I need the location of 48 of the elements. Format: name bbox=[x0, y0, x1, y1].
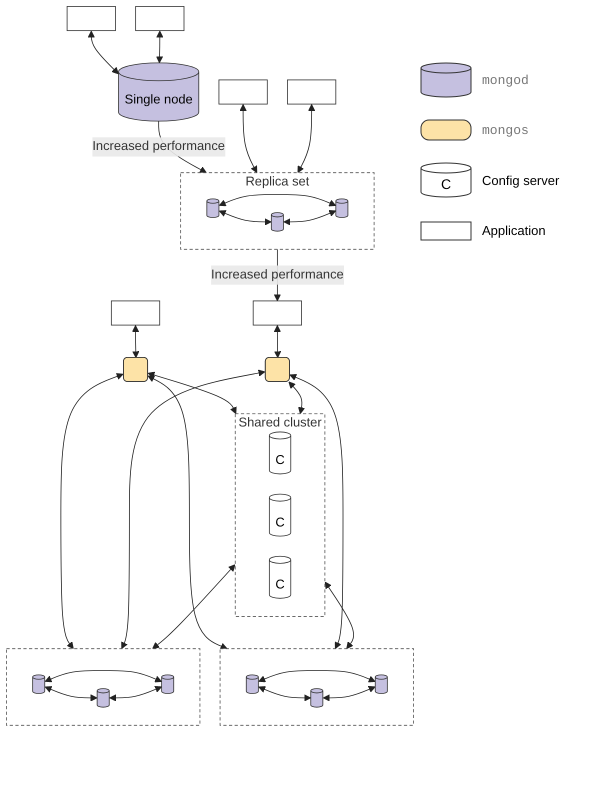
arrow bbox=[288, 381, 305, 414]
arrow bbox=[218, 210, 272, 226]
node-cylinder bbox=[374, 674, 388, 694]
node-box bbox=[218, 80, 268, 104]
node-cylinder bbox=[310, 688, 324, 708]
arrow bbox=[289, 374, 344, 650]
arrow bbox=[152, 564, 236, 650]
node-cylinder bbox=[96, 688, 110, 708]
node-box bbox=[252, 300, 302, 326]
arrow bbox=[109, 686, 162, 702]
arrow bbox=[88, 30, 119, 74]
arrow bbox=[148, 372, 237, 414]
legend-label: Application bbox=[482, 222, 546, 238]
arrow bbox=[218, 194, 336, 206]
arrow bbox=[132, 325, 140, 358]
legend-label: mongod bbox=[482, 72, 529, 88]
arrow bbox=[121, 370, 266, 650]
arrow bbox=[258, 686, 312, 702]
cluster: Replica set bbox=[180, 172, 375, 250]
node-cylinder bbox=[246, 674, 259, 694]
node-cylinder bbox=[161, 674, 174, 694]
cluster bbox=[6, 648, 200, 726]
arrow bbox=[148, 376, 228, 650]
arrow bbox=[60, 373, 124, 650]
node-box bbox=[287, 80, 336, 104]
arrow bbox=[283, 210, 336, 226]
node-cylinder bbox=[32, 674, 46, 694]
node-box bbox=[66, 6, 116, 32]
arrow bbox=[322, 686, 376, 702]
edge-label: Increased performance bbox=[92, 140, 225, 154]
edge-label: Increased performance bbox=[211, 268, 344, 282]
node-cylinder bbox=[206, 198, 220, 218]
node-cylinder bbox=[335, 198, 348, 218]
node-box bbox=[110, 300, 160, 326]
legend-label: Config server bbox=[482, 172, 560, 188]
arrow bbox=[44, 670, 162, 682]
arrow bbox=[324, 582, 354, 650]
arrow bbox=[258, 670, 376, 682]
node-cylinder bbox=[270, 212, 284, 232]
cluster bbox=[220, 648, 414, 726]
arrow bbox=[44, 686, 98, 702]
legend-symbol-letter: C bbox=[440, 176, 452, 192]
node-box bbox=[135, 6, 184, 32]
legend-label: mongos bbox=[482, 122, 529, 138]
arrow bbox=[274, 325, 282, 358]
arrow bbox=[156, 30, 164, 64]
arrow bbox=[240, 104, 258, 174]
arrow bbox=[298, 104, 316, 174]
